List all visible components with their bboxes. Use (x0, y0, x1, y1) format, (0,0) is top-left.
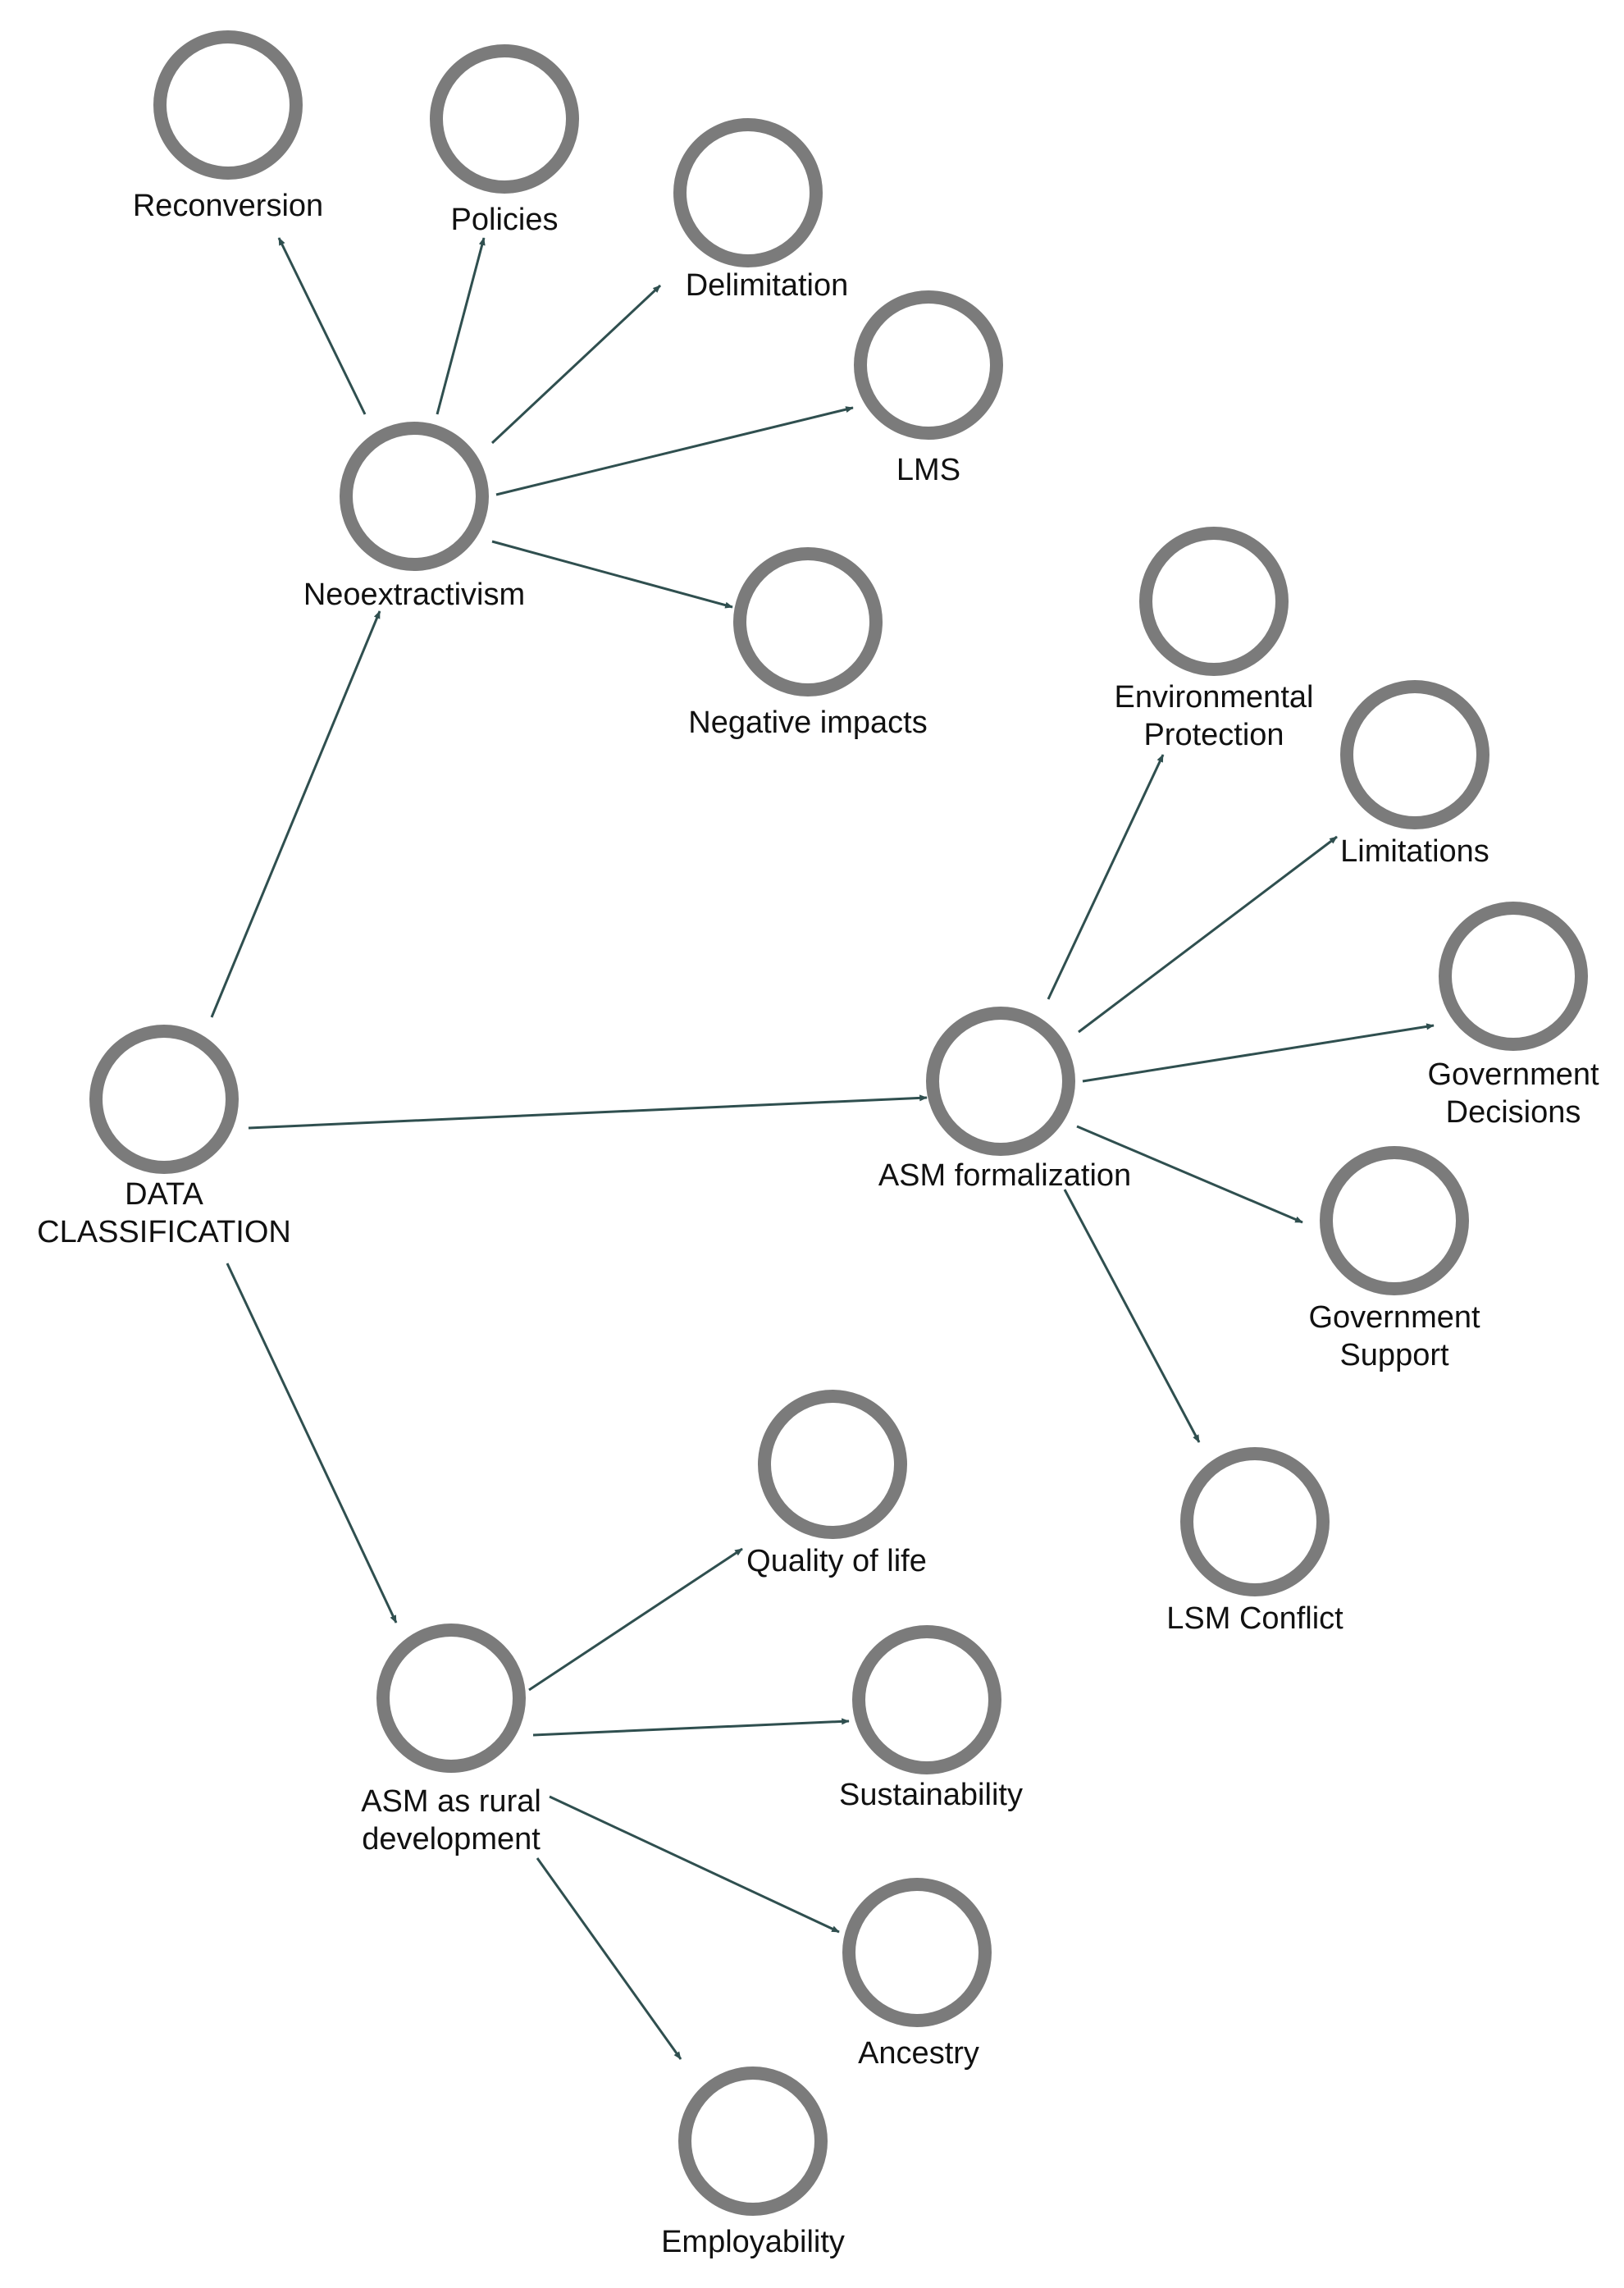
edge-data-classification-to-asm-formalization (248, 1094, 928, 1130)
node-ancestry: Ancestry (842, 1878, 992, 2071)
node-delimitation: Delimitation (673, 118, 849, 303)
node-neoextractivism: Neoextractivism (303, 422, 525, 612)
node-label-line: ASM as rural (361, 1784, 541, 1819)
edge-asm-formalization-to-lsm-conflict (1063, 1189, 1201, 1443)
node-label-neoextractivism: Neoextractivism (303, 578, 525, 612)
node-ring-asm-rural-development (376, 1624, 526, 1773)
node-label-line: Sustainability (839, 1778, 1023, 1812)
node-label-line: CLASSIFICATION (37, 1215, 291, 1249)
edge-asm-formalization-to-limitations (1078, 835, 1338, 1034)
node-employability: Employability (661, 2067, 845, 2259)
node-label-limitations: Limitations (1340, 834, 1489, 869)
node-label-line: Limitations (1340, 834, 1489, 869)
node-label-line: DATA (125, 1177, 203, 1212)
node-label-line: Employability (661, 2225, 845, 2259)
node-ring-neoextractivism (340, 422, 489, 571)
node-label-line: Delimitation (686, 268, 849, 303)
edge-neoextractivism-to-delimitation (490, 284, 662, 445)
edge-data-classification-to-asm-rural-development (226, 1263, 398, 1624)
node-label-line: ASM formalization (878, 1158, 1131, 1193)
edge-neoextractivism-to-lms (495, 406, 854, 496)
node-label-line: Government (1308, 1300, 1480, 1335)
node-ring-lsm-conflict (1180, 1447, 1330, 1596)
node-label-line: Quality of life (746, 1544, 927, 1578)
node-ring-government-decisions (1439, 902, 1588, 1051)
node-limitations: Limitations (1340, 680, 1489, 869)
node-asm-formalization: ASM formalization (878, 1007, 1131, 1193)
node-label-line: Protection (1143, 718, 1284, 752)
node-negative-impacts: Negative impacts (688, 547, 928, 740)
node-lsm-conflict: LSM Conflict (1166, 1447, 1343, 1636)
node-ring-lms (854, 290, 1003, 440)
node-ring-government-support (1320, 1146, 1469, 1295)
edge-asm-rural-development-to-ancestry (549, 1795, 840, 1934)
node-label-lsm-conflict: LSM Conflict (1166, 1601, 1343, 1636)
node-label-line: Neoextractivism (303, 578, 525, 612)
node-quality-of-life: Quality of life (746, 1390, 927, 1578)
node-label-line: LMS (896, 453, 960, 487)
node-label-ancestry: Ancestry (858, 2036, 979, 2071)
node-label-negative-impacts: Negative impacts (688, 706, 927, 740)
node-sustainability: Sustainability (839, 1625, 1023, 1812)
node-label-line: Decisions (1446, 1095, 1581, 1130)
node-label-reconversion: Reconversion (133, 189, 323, 223)
node-label-delimitation: Delimitation (686, 268, 849, 303)
node-label-line: Reconversion (133, 189, 323, 223)
edge-data-classification-to-neoextractivism (210, 610, 381, 1018)
edge-asm-rural-development-to-quality-of-life (528, 1547, 743, 1692)
edge-asm-rural-development-to-employability (536, 1857, 682, 2060)
node-label-line: Negative impacts (688, 706, 927, 740)
node-label-line: Government (1427, 1057, 1599, 1092)
node-label-employability: Employability (661, 2225, 845, 2259)
node-label-line: Support (1339, 1338, 1449, 1372)
node-ring-policies (430, 44, 579, 194)
edge-asm-formalization-to-government-decisions (1082, 1023, 1435, 1083)
edge-asm-formalization-to-government-support (1076, 1125, 1303, 1224)
node-label-line: Ancestry (858, 2036, 979, 2071)
node-ring-reconversion (153, 30, 303, 180)
node-ring-asm-formalization (926, 1007, 1075, 1156)
node-ring-negative-impacts (733, 547, 883, 696)
node-ring-employability (678, 2067, 828, 2216)
node-reconversion: Reconversion (133, 30, 323, 223)
node-ring-delimitation (673, 118, 823, 267)
node-ring-data-classification (89, 1025, 239, 1174)
node-label-sustainability: Sustainability (839, 1778, 1023, 1812)
node-label-line: Environmental (1115, 680, 1314, 715)
edge-asm-formalization-to-environmental-protection (1047, 754, 1165, 1000)
node-label-line: development (362, 1822, 541, 1856)
node-ring-environmental-protection (1139, 527, 1289, 676)
edges (210, 237, 1435, 2060)
node-label-quality-of-life: Quality of life (746, 1544, 927, 1578)
node-label-asm-formalization: ASM formalization (878, 1158, 1131, 1193)
node-label-lms: LMS (896, 453, 960, 487)
node-lms: LMS (854, 290, 1003, 487)
node-ring-limitations (1340, 680, 1489, 829)
edge-neoextractivism-to-reconversion (277, 237, 367, 415)
edge-asm-rural-development-to-sustainability (532, 1718, 850, 1737)
node-policies: Policies (430, 44, 579, 237)
node-label-line: LSM Conflict (1166, 1601, 1343, 1636)
edge-neoextractivism-to-policies (436, 237, 486, 415)
node-label-line: Policies (451, 203, 559, 237)
node-ring-quality-of-life (758, 1390, 907, 1539)
node-label-policies: Policies (451, 203, 559, 237)
edge-neoextractivism-to-negative-impacts (491, 540, 733, 609)
node-ring-ancestry (842, 1878, 992, 2027)
node-ring-sustainability (852, 1625, 1001, 1774)
